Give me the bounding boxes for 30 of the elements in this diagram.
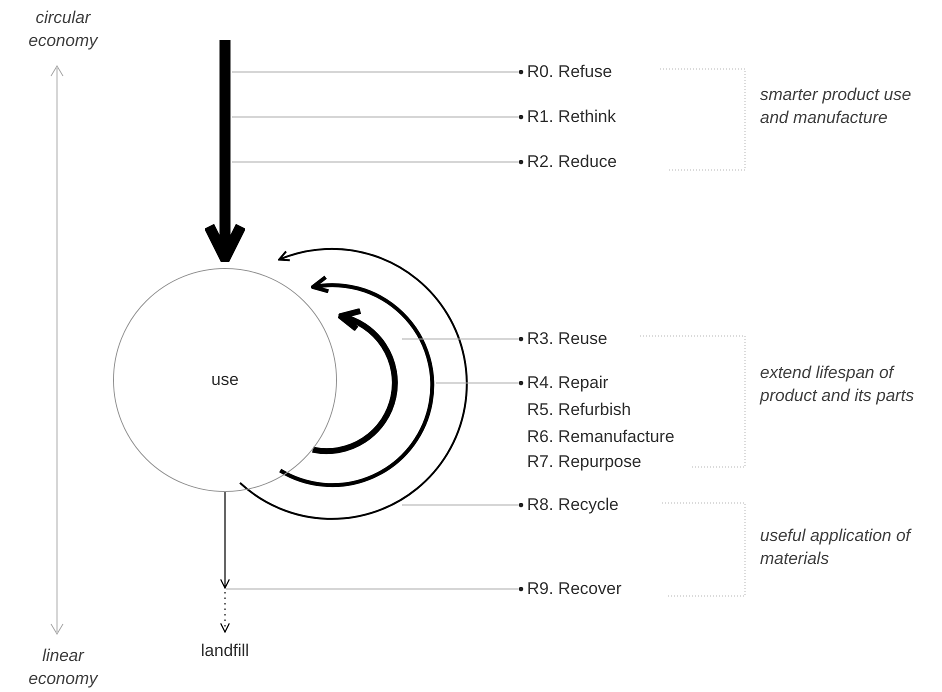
leader-line	[232, 160, 524, 164]
strategy-item: R8. Recycle	[527, 494, 619, 516]
arrow	[279, 276, 434, 488]
strategy-item: R0. Refuse	[527, 61, 612, 83]
leader-line	[402, 502, 524, 508]
arrow	[220, 492, 230, 589]
strategy-item: R6. Remanufacture	[527, 426, 674, 448]
leader-line	[226, 586, 524, 592]
arrow	[312, 309, 398, 454]
end-label: landfill	[185, 640, 265, 662]
arrow	[204, 40, 246, 264]
group-label: useful application of materials	[760, 525, 913, 570]
group-label: extend lifespan of product and its parts	[760, 362, 916, 407]
strategy-item: R1. Rethink	[527, 106, 616, 128]
strategy-item: R3. Reuse	[527, 328, 608, 350]
strategy-item: R9. Recover	[527, 578, 622, 600]
leader-line	[436, 380, 524, 386]
axis-label: linear economy	[28, 645, 100, 690]
group-label: smarter product use and manufacture	[760, 84, 912, 129]
arrow	[220, 592, 230, 633]
strategy-item: R2. Reduce	[527, 151, 617, 173]
strategy-item: R5. Refurbish	[527, 399, 631, 421]
strategy-item: R4. Repair	[527, 372, 608, 394]
leader-line	[402, 336, 524, 342]
stage-circle: use	[113, 268, 337, 492]
leader-line	[232, 114, 524, 120]
strategy-item: R7. Repurpose	[527, 451, 642, 473]
axis-label: circular economy	[28, 7, 100, 52]
leader-line	[232, 70, 524, 74]
arrow	[239, 248, 468, 520]
